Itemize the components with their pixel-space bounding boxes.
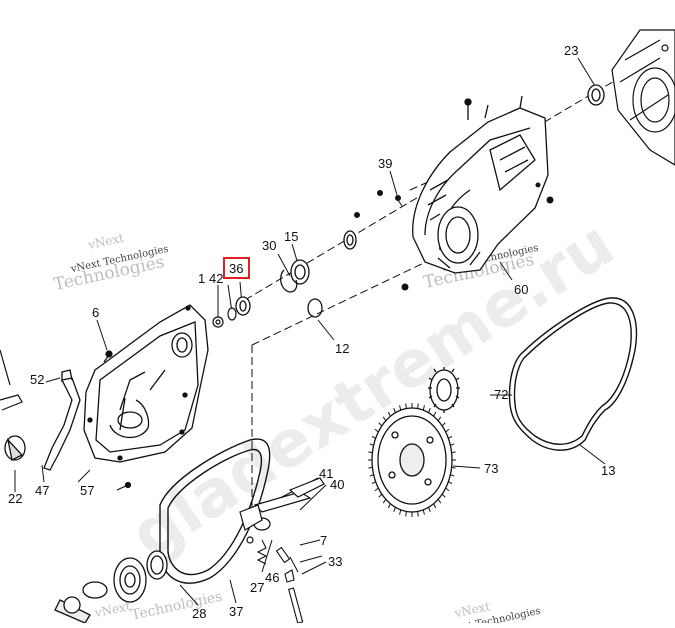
label-part-39[interactable]: 39 — [378, 156, 392, 171]
label-part-57[interactable]: 57 — [80, 483, 94, 498]
label-part-28[interactable]: 28 — [192, 606, 206, 621]
label-part-36[interactable]: 36 — [229, 261, 243, 276]
label-part-40[interactable]: 40 — [330, 477, 344, 492]
screw-lower-cover — [116, 481, 132, 491]
label-part-6[interactable]: 6 — [92, 305, 99, 320]
part-46-pin — [275, 546, 291, 564]
part-labels: 23 39 30 15 36 1 42 12 60 6 52 72 73 13 … — [8, 43, 615, 621]
bearing-axis — [343, 230, 357, 250]
label-part-27[interactable]: 27 — [250, 580, 264, 595]
highlight-box-36 — [223, 257, 250, 279]
part-60-housing — [412, 95, 549, 274]
label-part-41[interactable]: 41 — [319, 466, 333, 481]
watermark-vendor-bottom: vNext vNext Technologies — [441, 599, 541, 628]
svg-text:Technologies: Technologies — [130, 589, 224, 623]
svg-text:vNext: vNext — [93, 599, 132, 620]
label-part-46[interactable]: 46 — [265, 570, 279, 585]
part-72-gear — [428, 367, 460, 413]
label-part-22[interactable]: 22 — [8, 491, 22, 506]
parts-7-33-pins — [284, 569, 304, 624]
label-part-12[interactable]: 12 — [335, 341, 349, 356]
small-fasteners — [354, 182, 554, 291]
part-1-screw — [212, 316, 224, 328]
part-13-gasket — [508, 297, 638, 451]
part-42-washer — [227, 307, 237, 321]
part-39-screw — [395, 195, 403, 207]
part-47-component — [4, 435, 26, 461]
part-36-ring — [235, 296, 251, 316]
watermark-vendor-left: vNext Technologies vNext Technologies — [52, 231, 170, 295]
label-part-73[interactable]: 73 — [484, 461, 498, 476]
label-part-30[interactable]: 30 — [262, 238, 276, 253]
part-30-circlip — [279, 269, 298, 293]
label-part-72[interactable]: 72 — [494, 387, 508, 402]
label-part-37[interactable]: 37 — [229, 604, 243, 619]
label-part-47[interactable]: 47 — [35, 483, 49, 498]
part-22-rod — [0, 349, 23, 411]
part-15-bearing — [290, 259, 310, 285]
part-6-screw — [103, 350, 113, 363]
label-part-33[interactable]: 33 — [328, 554, 342, 569]
part-57-cover — [83, 304, 209, 463]
label-part-13[interactable]: 13 — [601, 463, 615, 478]
svg-text:vNext: vNext — [86, 231, 125, 252]
label-part-7[interactable]: 7 — [320, 533, 327, 548]
part-28-seal — [146, 550, 168, 580]
part-73-sprocket — [368, 403, 456, 517]
part-37-belt — [159, 438, 271, 584]
label-part-60[interactable]: 60 — [514, 282, 528, 297]
part-52-lever — [43, 369, 81, 471]
label-part-1[interactable]: 1 — [198, 271, 205, 286]
part-23-seal — [587, 84, 605, 106]
part-40-shift-fork — [239, 477, 325, 544]
bottom-left-bearing — [54, 557, 147, 624]
housing-top-right — [611, 29, 675, 166]
label-part-23[interactable]: 23 — [564, 43, 578, 58]
part-12-oring — [307, 298, 323, 318]
label-part-42[interactable]: 42 — [209, 271, 223, 286]
label-part-52[interactable]: 52 — [30, 372, 44, 387]
part-27-spring — [256, 539, 268, 565]
label-part-15[interactable]: 15 — [284, 229, 298, 244]
